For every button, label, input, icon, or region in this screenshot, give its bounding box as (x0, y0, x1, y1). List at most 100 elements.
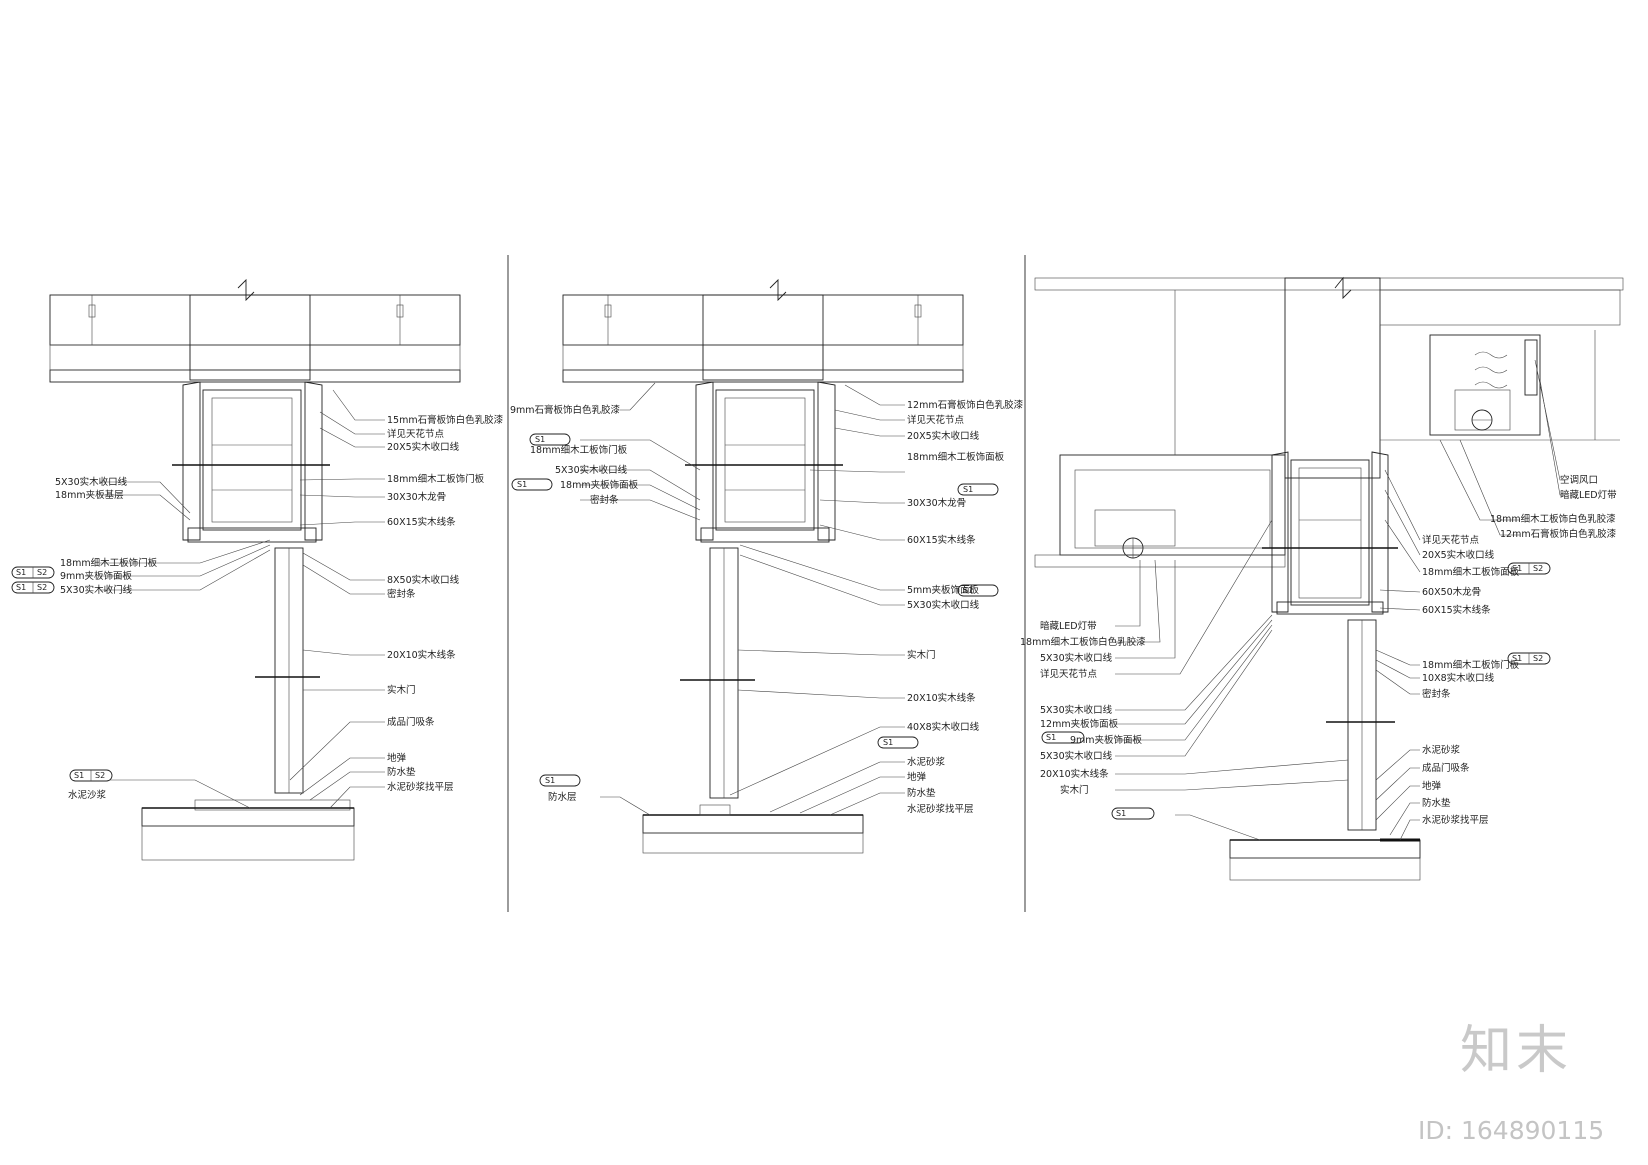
p3-label-20: 20X10实木线条 (1040, 768, 1109, 780)
p2-label-8: 18mm细木工板饰面板 (907, 451, 1005, 463)
p1-label-19: 水泥沙浆 (68, 789, 107, 801)
p1-label-15: 成品门吸条 (387, 716, 435, 728)
panel-2-section: 9mm石膏板饰白色乳胶漆 18mm细木工板饰门板 5X30实木收口线 18mm夹… (510, 278, 1024, 854)
p1-label-3: 18mm细木工板饰门板 (387, 473, 485, 485)
p1-label-4: 30X30木龙骨 (387, 491, 446, 503)
p1-label-7: 18mm夹板基层 (55, 489, 124, 501)
svg-text:S1: S1 (963, 586, 973, 595)
p1-tag-b: S1 S2 (11, 581, 55, 594)
svg-text:S1: S1 (883, 738, 893, 747)
p3-tag-a: S1 S2 (1507, 562, 1551, 575)
p3-label-16: 5X30实木收口线 (1040, 704, 1113, 716)
p1-label-6: 5X30实木收口线 (55, 476, 128, 488)
svg-text:S1: S1 (517, 480, 527, 489)
svg-text:S1: S1 (1512, 654, 1522, 663)
p2-label-12: 5X30实木收口线 (907, 599, 980, 611)
p3-label-23: 成品门吸条 (1422, 762, 1470, 774)
svg-text:S1: S1 (545, 776, 555, 785)
p3-tag-d: S1 (1111, 807, 1155, 820)
p2-label-10: 60X15实木线条 (907, 534, 976, 546)
p2-label-13: 实木门 (907, 649, 936, 661)
p2-label-6: 详见天花节点 (907, 414, 965, 426)
p2-tag-d: S1 (957, 584, 999, 597)
svg-text:S1: S1 (535, 435, 545, 444)
p1-label-10: 5X30实木收门线 (60, 584, 133, 596)
p1-label-13: 20X10实木线条 (387, 649, 456, 661)
svg-text:S2: S2 (95, 771, 105, 780)
p2-label-3: 18mm夹板饰面板 (560, 479, 639, 491)
panel-3-section: 空调风口 暗藏LED灯带 18mm细木工板饰白色乳胶漆 12mm石膏板饰白色乳胶… (1020, 276, 1624, 881)
p1-label-9: 9mm夹板饰面板 (60, 570, 133, 582)
svg-text:S2: S2 (1533, 654, 1543, 663)
p3-label-0: 空调风口 (1560, 474, 1598, 486)
p3-label-9: 暗藏LED灯带 (1040, 620, 1097, 632)
p1-label-12: 密封条 (387, 588, 416, 600)
p2-label-11: 5mm夹板饰面板 (907, 584, 980, 596)
p3-label-14: 10X8实木收口线 (1422, 672, 1495, 684)
p3-tag-c: S1 (1041, 731, 1085, 744)
p3-label-11: 5X30实木收口线 (1040, 652, 1113, 664)
p2-tag-f: S1 (539, 774, 581, 787)
svg-text:S2: S2 (37, 568, 47, 577)
p3-label-7: 60X50木龙骨 (1422, 586, 1481, 598)
p3-label-26: 水泥砂浆找平层 (1422, 814, 1489, 826)
p3-label-6: 18mm细木工板饰面板 (1422, 566, 1520, 578)
svg-text:S2: S2 (1533, 564, 1543, 573)
p1-label-8: 18mm细木工板饰门板 (60, 557, 158, 569)
p1-label-1: 详见天花节点 (387, 428, 445, 440)
p2-label-15: 40X8实木收口线 (907, 721, 980, 733)
svg-text:S1: S1 (1512, 564, 1522, 573)
p3-label-2: 18mm细木工板饰白色乳胶漆 (1490, 513, 1616, 525)
p3-label-8: 60X15实木线条 (1422, 604, 1491, 616)
svg-text:S1: S1 (74, 771, 84, 780)
p3-label-24: 地弹 (1422, 780, 1442, 792)
p1-label-17: 防水垫 (387, 766, 416, 778)
p1-label-2: 20X5实木收口线 (387, 441, 460, 453)
p2-label-0: 9mm石膏板饰白色乳胶漆 (510, 404, 621, 416)
p3-label-19: 5X30实木收口线 (1040, 750, 1113, 762)
p2-label-20: 防水层 (548, 791, 577, 803)
p1-tag-c: S1 S2 (69, 769, 113, 782)
p2-label-19: 水泥砂浆找平层 (907, 803, 974, 815)
svg-text:S2: S2 (37, 583, 47, 592)
p1-label-0: 15mm石膏板饰白色乳胶漆 (387, 414, 504, 426)
p2-label-5: 12mm石膏板饰白色乳胶漆 (907, 399, 1024, 411)
watermark-brand: 知末 (1460, 1021, 1573, 1081)
p3-label-12: 详见天花节点 (1040, 668, 1098, 680)
p3-label-18: 9mm夹板饰面板 (1070, 734, 1143, 746)
svg-text:S1: S1 (1116, 809, 1126, 818)
svg-text:S1: S1 (16, 568, 26, 577)
svg-text:S1: S1 (963, 485, 973, 494)
p2-label-16: 水泥砂浆 (907, 756, 946, 768)
p2-label-1: 18mm细木工板饰门板 (530, 444, 628, 456)
p1-label-14: 实木门 (387, 684, 416, 696)
p2-tag-c: S1 (957, 483, 999, 496)
p2-tag-e: S1 (877, 736, 919, 749)
p3-label-21: 实木门 (1060, 784, 1089, 796)
p1-label-18: 水泥砂浆找平层 (387, 781, 454, 793)
p2-tag-b: S1 (511, 478, 553, 491)
svg-text:S1: S1 (1046, 733, 1056, 742)
p3-tag-b: S1 S2 (1507, 652, 1551, 665)
p2-label-7: 20X5实木收口线 (907, 430, 980, 442)
p2-label-2: 5X30实木收口线 (555, 464, 628, 476)
svg-text:S1: S1 (16, 583, 26, 592)
p1-tag-a: S1 S2 (11, 566, 55, 579)
p1-label-11: 8X50实木收口线 (387, 574, 460, 586)
p2-label-9: 30X30木龙骨 (907, 497, 966, 509)
p1-label-5: 60X15实木线条 (387, 516, 456, 528)
p2-label-18: 防水垫 (907, 787, 936, 799)
p1-label-16: 地弹 (387, 752, 407, 764)
p2-tag-a: S1 (529, 433, 571, 446)
panel-1-section: 15mm石膏板饰白色乳胶漆 详见天花节点 20X5实木收口线 18mm细木工板饰… (11, 278, 504, 861)
p3-label-1: 暗藏LED灯带 (1560, 489, 1617, 501)
p2-label-14: 20X10实木线条 (907, 692, 976, 704)
p3-label-25: 防水垫 (1422, 797, 1451, 809)
p2-label-17: 地弹 (907, 771, 927, 783)
p3-label-5: 20X5实木收口线 (1422, 549, 1495, 561)
p3-label-4: 详见天花节点 (1422, 534, 1480, 546)
p3-label-17: 12mm夹板饰面板 (1040, 718, 1119, 730)
p3-label-3: 12mm石膏板饰白色乳胶漆 (1500, 528, 1617, 540)
p3-label-10: 18mm细木工板饰白色乳胶漆 (1020, 636, 1146, 648)
